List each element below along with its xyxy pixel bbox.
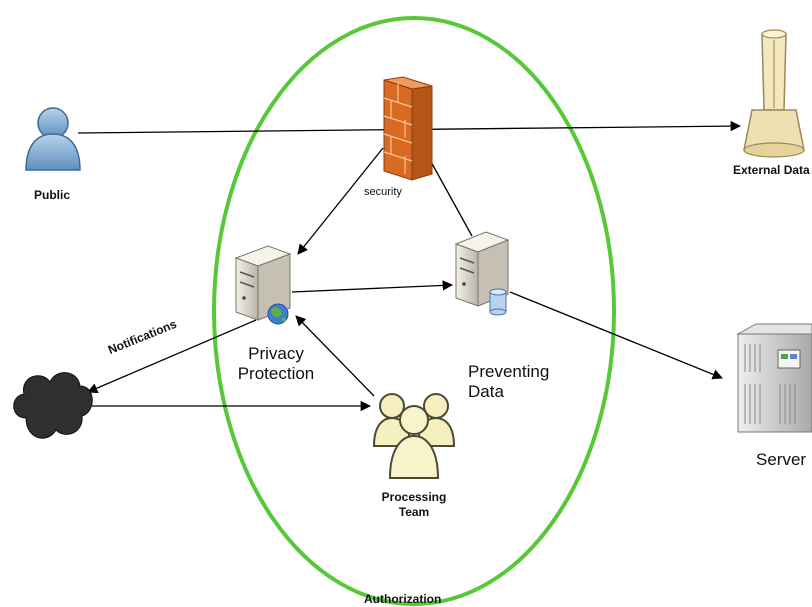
data-server-icon xyxy=(454,231,510,316)
firewall-icon xyxy=(383,76,433,181)
line-security-to-data xyxy=(429,159,473,237)
security-label: security xyxy=(364,186,402,198)
server-rack-icon xyxy=(736,323,812,433)
privacy-protection-label: Privacy Protection xyxy=(228,344,324,384)
processing-team-label: Processing Team xyxy=(372,490,456,520)
privacy-server-icon xyxy=(234,245,292,325)
preventing-data-line1: Preventing xyxy=(468,362,550,381)
server-label: Server xyxy=(756,450,807,469)
privacy-protection-line2: Protection xyxy=(237,364,315,383)
arrow-data-to-server xyxy=(509,291,723,380)
privacy-protection-line1: Privacy xyxy=(248,344,304,363)
preventing-data-label: Preventing Data xyxy=(468,362,549,402)
team-icon xyxy=(372,393,456,479)
external-data-label: External Data xyxy=(733,163,810,177)
arrow-privacy-to-data xyxy=(291,280,454,293)
authorization-boundary xyxy=(212,16,616,606)
processing-team-line1: Processing xyxy=(381,490,447,504)
preventing-data-line2: Data xyxy=(468,382,504,401)
cloud-icon xyxy=(13,372,93,439)
processing-team-line2: Team xyxy=(398,505,430,519)
public-label: Public xyxy=(34,188,71,202)
external-data-icon xyxy=(743,29,805,158)
user-icon xyxy=(25,107,81,171)
arrow-security-to-privacy xyxy=(297,147,384,255)
authorization-label: Authorization xyxy=(364,592,442,606)
arrow-team-to-privacy xyxy=(295,315,375,397)
arrow-privacy-to-cloud xyxy=(87,319,257,394)
